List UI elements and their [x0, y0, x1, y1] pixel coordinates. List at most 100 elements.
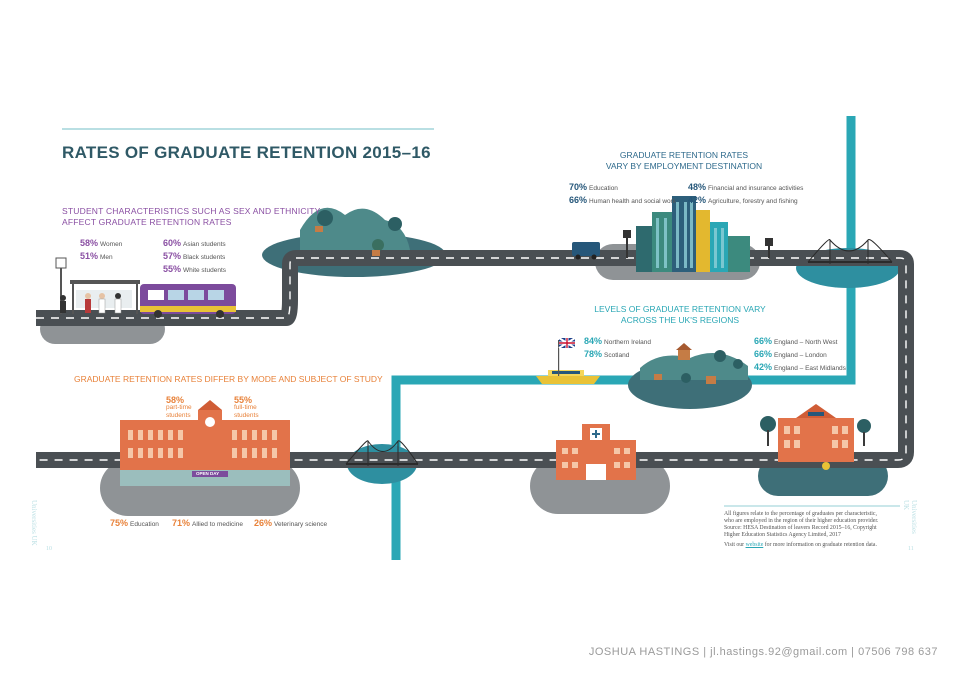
trees-hills [315, 210, 402, 256]
campus-building [120, 400, 290, 486]
stat-label: Northern Ireland [604, 339, 651, 346]
stat-value: 48% [688, 182, 707, 192]
stat-label: England – East Midlands [774, 365, 846, 372]
stat-scotland: 78%Scotland [584, 349, 629, 359]
stat-value: 55% [234, 395, 253, 405]
stat-value: 60% [163, 238, 182, 248]
regions-heading-line2: ACROSS THE UK'S REGIONS [620, 315, 740, 325]
employment-heading: GRADUATE RETENTION RATES VARY BY EMPLOYM… [604, 150, 764, 172]
stat-value: 75% [110, 518, 129, 528]
stat-education-subj: 75%Education [110, 518, 159, 528]
stat-value: 42% [754, 362, 773, 372]
stat-value: 66% [569, 195, 588, 205]
stat-value: 66% [754, 349, 773, 359]
employment-heading-line1: GRADUATE RETENTION RATES [619, 150, 749, 160]
stat-black: 57%Black students [163, 251, 225, 261]
stat-finance: 48%Financial and insurance activities [688, 182, 803, 192]
page-title: RATES OF GRADUATE RETENTION 2015–16 [62, 143, 431, 162]
stat-veterinary: 26%Veterinary science [254, 518, 327, 528]
regions-heading: LEVELS OF GRADUATE RETENTION VARY ACROSS… [590, 304, 770, 326]
footnote-line1: All figures relate to the percentage of … [724, 511, 877, 517]
stat-label: Allied to medicine [192, 521, 243, 528]
stat-label: Agriculture, forestry and fishing [708, 198, 798, 205]
stat-education-emp: 70%Education [569, 182, 618, 192]
stat-label: Human health and social work [589, 198, 677, 205]
stat-asian: 60%Asian students [163, 238, 226, 248]
stat-label: Women [100, 241, 123, 248]
stat-label: Black students [183, 254, 226, 261]
stat-label: Veterinary science [274, 521, 328, 528]
uk-flag [558, 337, 576, 376]
stat-health: 66%Human health and social work [569, 195, 676, 205]
stat-white: 55%White students [163, 264, 226, 274]
road [36, 250, 914, 468]
hospital-building [556, 424, 636, 480]
right-vertical-label: Universities UK [902, 500, 918, 534]
stat-allied-medicine: 71%Allied to medicine [172, 518, 243, 528]
stat-london: 66%England – London [754, 349, 827, 359]
right-page-number: 11 [908, 546, 914, 552]
stat-label: Financial and insurance activities [708, 185, 804, 192]
left-vertical-label: Universities UK [30, 500, 38, 546]
stat-agriculture: 42%Agriculture, forestry and fishing [688, 195, 798, 205]
characteristics-heading: STUDENT CHARACTERISTICS SUCH AS SEX AND … [62, 206, 321, 228]
stat-northern-ireland: 84%Northern Ireland [584, 336, 651, 346]
bridge-top [807, 238, 893, 264]
stat-label: Asian students [183, 241, 226, 248]
bridge-bottom [345, 440, 419, 466]
stat-north-west: 66%England – North West [754, 336, 838, 346]
employment-heading-line2: VARY BY EMPLOYMENT DESTINATION [605, 161, 763, 171]
city-buildings [623, 196, 773, 272]
stat-value: 58% [80, 238, 99, 248]
stat-part-time: 58% part-time students [166, 396, 192, 420]
stat-label: England – North West [774, 339, 838, 346]
contact-line: JOSHUA HASTINGS | jl.hastings.92@gmail.c… [588, 646, 938, 658]
bus-stop [55, 257, 140, 314]
stat-value: 66% [754, 336, 773, 346]
stat-label: Men [100, 254, 113, 261]
stat-value: 42% [688, 195, 707, 205]
footnote-line4: Higher Education Statistics Agency Limit… [724, 532, 841, 538]
left-page-number: 10 [46, 546, 52, 552]
stat-value: 78% [584, 349, 603, 359]
stat-label: Education [130, 521, 159, 528]
yellow-boat [536, 370, 600, 384]
stat-east-midlands: 42%England – East Midlands [754, 362, 846, 372]
open-day-banner: OPEN DAY [196, 471, 220, 476]
stat-value: 84% [584, 336, 603, 346]
stat-value: 51% [80, 251, 99, 261]
stat-label-line1: full-time [234, 404, 257, 411]
mode-subject-heading: GRADUATE RETENTION RATES DIFFER BY MODE … [74, 374, 383, 384]
stat-label-line1: part-time [166, 404, 192, 411]
stat-value: 26% [254, 518, 273, 528]
footnote-rest: for more information on graduate retenti… [763, 542, 877, 548]
stat-full-time: 55% full-time students [234, 396, 259, 420]
stat-label: England – London [774, 352, 827, 359]
purple-bus [140, 284, 236, 318]
stat-men: 51%Men [80, 251, 113, 261]
stat-value: 57% [163, 251, 182, 261]
stat-value: 58% [166, 395, 185, 405]
regions-heading-line1: LEVELS OF GRADUATE RETENTION VARY [594, 304, 766, 314]
stat-value: 70% [569, 182, 588, 192]
characteristics-heading-line2: AFFECT GRADUATE RETENTION RATES [62, 217, 232, 227]
footnote: All figures relate to the percentage of … [724, 511, 878, 549]
footnote-visit: Visit our [724, 542, 746, 548]
university-building [760, 404, 871, 470]
characteristics-heading-line1: STUDENT CHARACTERISTICS SUCH AS SEX AND … [62, 206, 321, 216]
stat-value: 71% [172, 518, 191, 528]
stat-label-line2: students [234, 412, 259, 419]
stat-women: 58%Women [80, 238, 122, 248]
stat-label: Scotland [604, 352, 630, 359]
region-houses [640, 343, 748, 384]
delivery-van [572, 242, 600, 260]
website-link[interactable]: website [745, 542, 764, 548]
footnote-line3: Source: HESA Destination of leavers Reco… [724, 525, 877, 531]
footnote-line2: who are employed in the region of their … [724, 518, 879, 524]
stat-label: White students [183, 267, 227, 274]
stat-value: 55% [163, 264, 182, 274]
stat-label-line2: students [166, 412, 191, 419]
footnote-line5: Visit our website for more information o… [724, 542, 878, 549]
